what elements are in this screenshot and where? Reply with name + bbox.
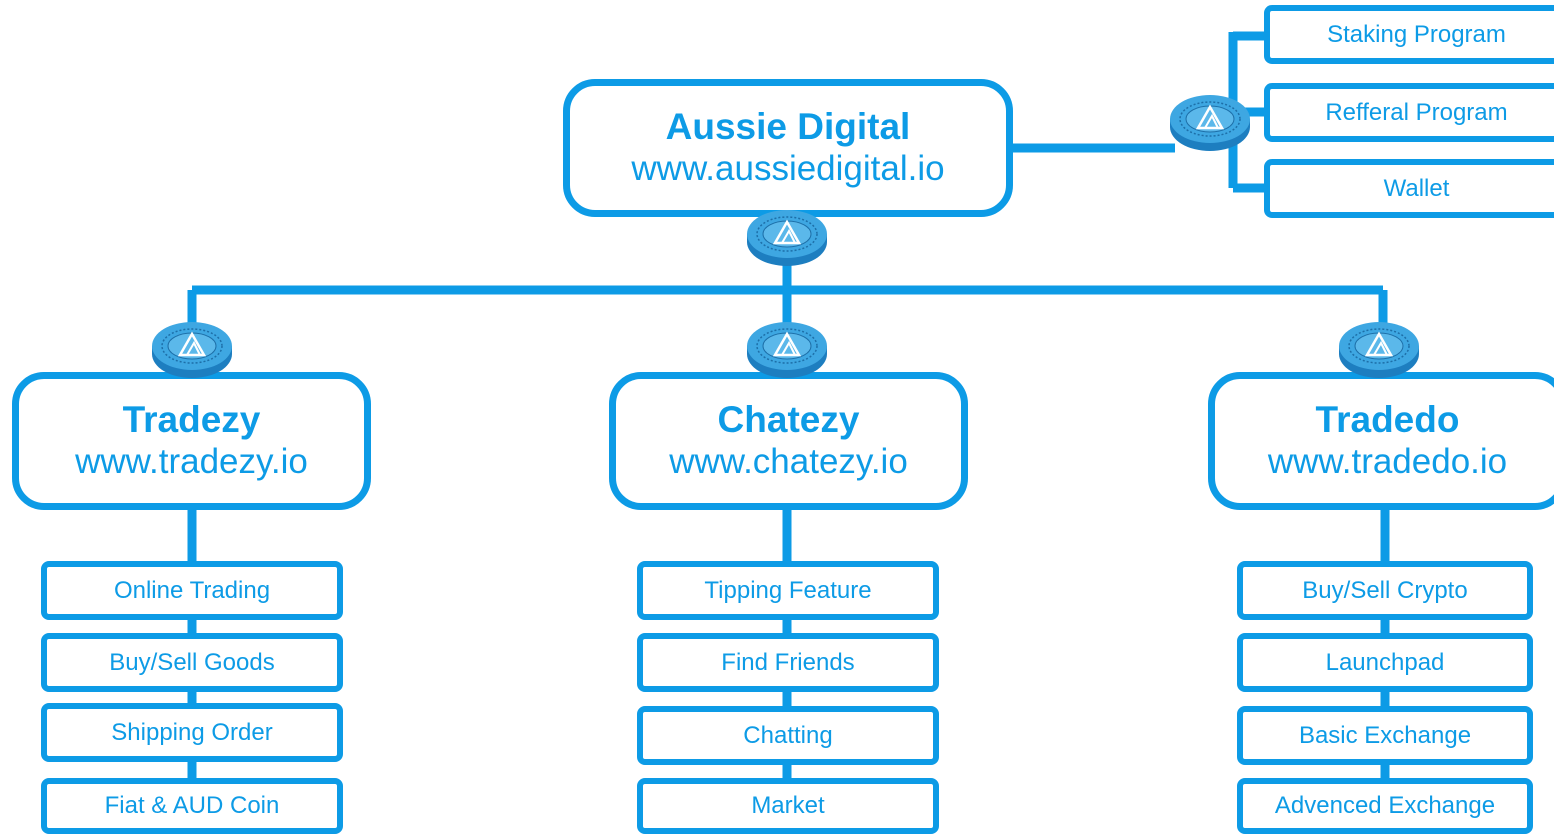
root-title: Aussie Digital bbox=[665, 106, 911, 147]
product-url: www.chatezy.io bbox=[669, 442, 908, 481]
product-node-tradezy: Tradezy www.tradezy.io bbox=[12, 372, 371, 510]
root-node: Aussie Digital www.aussiedigital.io bbox=[563, 79, 1013, 217]
product-title: Chatezy bbox=[717, 399, 860, 440]
root-feature: Wallet bbox=[1264, 159, 1554, 218]
feature-item: Tipping Feature bbox=[637, 561, 939, 620]
aussie-digital-coin-icon bbox=[1337, 320, 1421, 380]
feature-item: Buy/Sell Crypto bbox=[1237, 561, 1533, 620]
product-url: www.tradezy.io bbox=[75, 442, 308, 481]
aussie-digital-coin-icon bbox=[150, 320, 234, 380]
feature-item: Launchpad bbox=[1237, 633, 1533, 692]
product-title: Tradezy bbox=[122, 399, 261, 440]
feature-item: Online Trading bbox=[41, 561, 343, 620]
feature-item: Market bbox=[637, 778, 939, 834]
product-url: www.tradedo.io bbox=[1267, 442, 1508, 481]
feature-item: Shipping Order bbox=[41, 703, 343, 762]
feature-item: Chatting bbox=[637, 706, 939, 765]
feature-item: Advenced Exchange bbox=[1237, 778, 1533, 834]
feature-item: Basic Exchange bbox=[1237, 706, 1533, 765]
product-node-chatezy: Chatezy www.chatezy.io bbox=[609, 372, 968, 510]
root-feature: Refferal Program bbox=[1264, 83, 1554, 142]
product-node-tradedo: Tradedo www.tradedo.io bbox=[1208, 372, 1554, 510]
root-url: www.aussiedigital.io bbox=[631, 149, 945, 188]
aussie-digital-coin-icon bbox=[1168, 93, 1252, 153]
feature-item: Fiat & AUD Coin bbox=[41, 778, 343, 834]
feature-item: Find Friends bbox=[637, 633, 939, 692]
feature-item: Buy/Sell Goods bbox=[41, 633, 343, 692]
aussie-digital-coin-icon bbox=[745, 320, 829, 380]
aussie-digital-coin-icon bbox=[745, 208, 829, 268]
product-title: Tradedo bbox=[1315, 399, 1460, 440]
root-feature: Staking Program bbox=[1264, 5, 1554, 64]
